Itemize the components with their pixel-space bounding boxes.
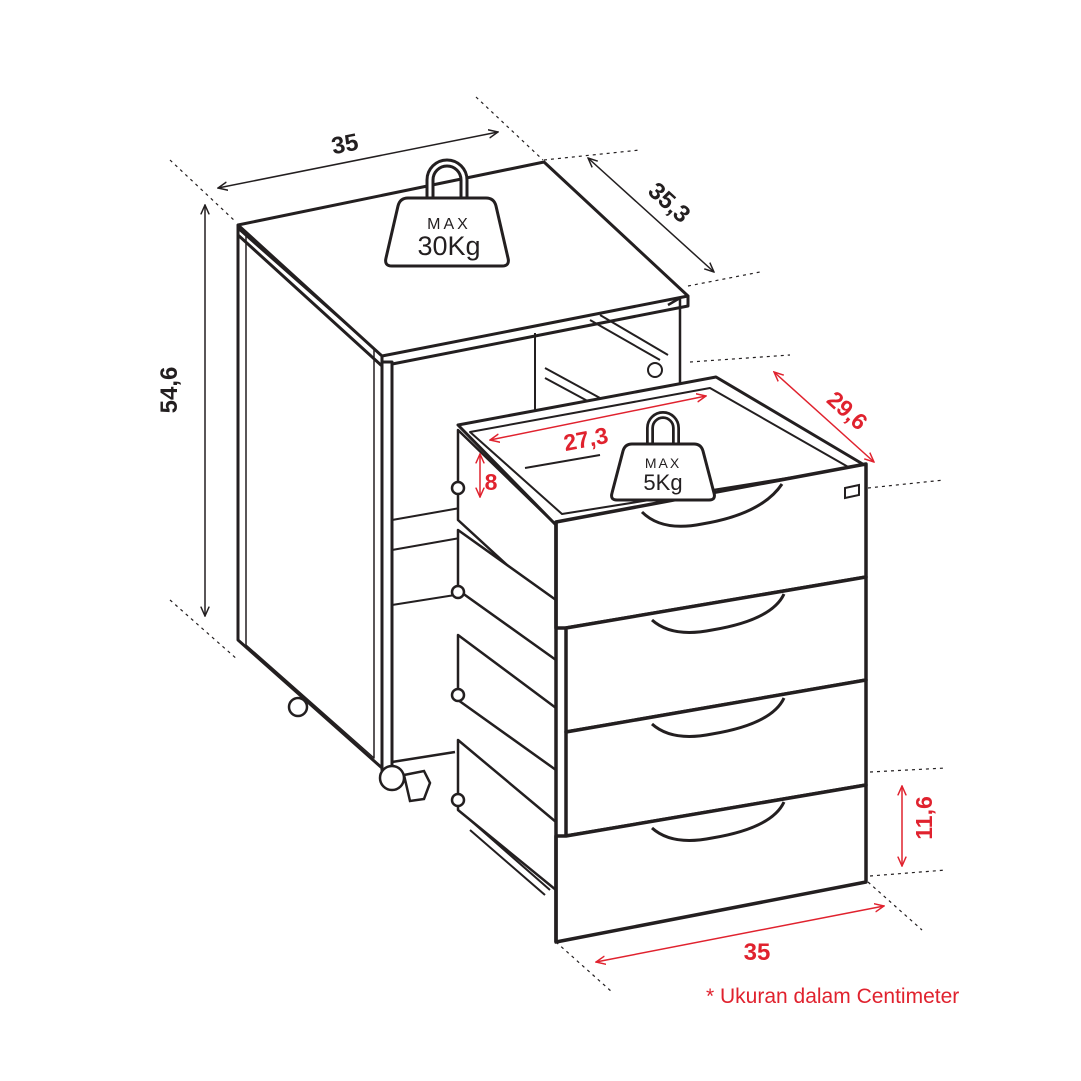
drawer-slide-rails (544, 314, 669, 406)
drawer-fronts (554, 462, 868, 944)
unit-note: * Ukuran dalam Centimeter (706, 985, 960, 1008)
drawer-dimension-lines (480, 372, 902, 962)
weight-top-max-label: MAX (427, 216, 471, 233)
dim-drawer-front-height: 11,6 (911, 796, 937, 840)
dim-drawer-depth: 29,6 (822, 386, 873, 435)
caster-wheels (287, 696, 432, 803)
weight-icon-drawer: MAX 5Kg (610, 411, 716, 502)
dim-height: 54,6 (156, 367, 183, 414)
weight-top-value: 30Kg (417, 231, 480, 261)
extension-lines (169, 96, 947, 993)
weight-drawer-value: 5Kg (643, 470, 682, 495)
weight-drawer-max-label: MAX (645, 455, 681, 471)
drawer-handles (640, 483, 860, 842)
dim-drawer-inner-height: 8 (485, 469, 498, 495)
dim-top-width: 35 (329, 129, 360, 161)
dim-depth: 35,3 (643, 177, 696, 228)
dim-front-width: 35 (744, 939, 771, 966)
weight-icon-top: MAX 30Kg (384, 158, 510, 268)
dimension-lines (205, 132, 714, 616)
